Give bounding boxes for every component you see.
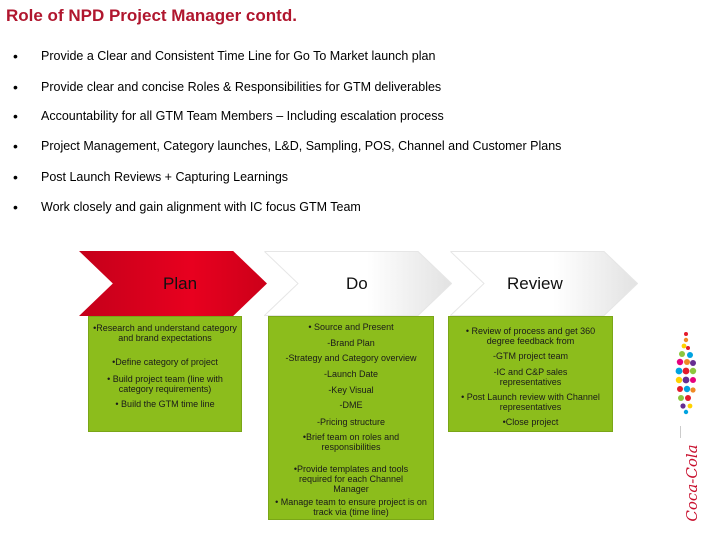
do-item: •Provide templates and tools required fo… xyxy=(293,464,409,494)
coca-cola-logo: Coca-Cola xyxy=(683,444,701,521)
bullet-item: • Accountability for all GTM Team Members… xyxy=(0,106,660,126)
review-item: -GTM project team xyxy=(492,351,568,361)
do-box: • Source and Present -Brand Plan -Strate… xyxy=(268,316,434,520)
bullet-item: • Post Launch Reviews + Capturing Learnin… xyxy=(0,167,660,187)
do-label: Do xyxy=(346,274,368,293)
plan-item: • Build the GTM time line xyxy=(115,399,215,409)
bullet-item: • Provide a Clear and Consistent Time Lin… xyxy=(0,46,660,66)
do-item: -Brand Plan xyxy=(327,338,375,348)
do-item: •Brief team on roles and responsibilitie… xyxy=(302,432,400,452)
bullet-dot: • xyxy=(13,138,18,154)
bottle-dots-icon xyxy=(675,332,697,415)
bullet-text: Work closely and gain alignment with IC … xyxy=(41,200,361,214)
do-item: -Key Visual xyxy=(328,385,374,395)
bullet-dot: • xyxy=(13,169,18,185)
plan-box: •Research and understand category and br… xyxy=(88,316,242,432)
plan-item: • Build project team (line with category… xyxy=(107,374,223,394)
bullet-text: Provide a Clear and Consistent Time Line… xyxy=(41,49,436,63)
bullet-dot: • xyxy=(13,199,18,215)
review-item: •Close project xyxy=(502,417,559,427)
bullet-text: Accountability for all GTM Team Members … xyxy=(41,109,444,123)
bullet-dot: • xyxy=(13,108,18,124)
do-item: -DME xyxy=(339,400,363,410)
svg-text:Coca-Cola: Coca-Cola xyxy=(683,444,701,521)
bullet-item: • Project Management, Category launches, … xyxy=(0,136,660,156)
bullet-dot: • xyxy=(13,79,18,95)
bullet-text: Post Launch Reviews + Capturing Learning… xyxy=(41,170,289,184)
bullet-item: • Provide clear and concise Roles & Respo… xyxy=(0,77,660,97)
review-box: • Review of process and get 360 degree f… xyxy=(448,316,613,432)
review-item: • Post Launch review with Channel repres… xyxy=(461,392,600,412)
bullet-text: Project Management, Category launches, L… xyxy=(41,139,562,153)
do-item: • Manage team to ensure project is on tr… xyxy=(275,497,427,517)
review-item: -IC and C&P sales representatives xyxy=(493,367,568,387)
plan-label: Plan xyxy=(163,274,198,293)
plan-item: •Define category of project xyxy=(112,357,218,367)
logo-divider xyxy=(680,426,681,438)
do-item: -Pricing structure xyxy=(316,417,386,427)
bullet-text: Provide clear and concise Roles & Respon… xyxy=(41,80,442,94)
bullet-item: • Work closely and gain alignment with IC… xyxy=(0,197,660,217)
bullet-dot: • xyxy=(13,48,18,64)
review-item: • Review of process and get 360 degree f… xyxy=(465,326,596,346)
do-item: -Launch Date xyxy=(323,369,379,379)
do-item: • Source and Present xyxy=(308,322,394,332)
plan-item: •Research and understand category and br… xyxy=(93,323,237,343)
slide-title: Role of NPD Project Manager contd. xyxy=(6,6,297,25)
review-label: Review xyxy=(507,274,563,293)
do-item: -Strategy and Category overview xyxy=(285,353,417,363)
